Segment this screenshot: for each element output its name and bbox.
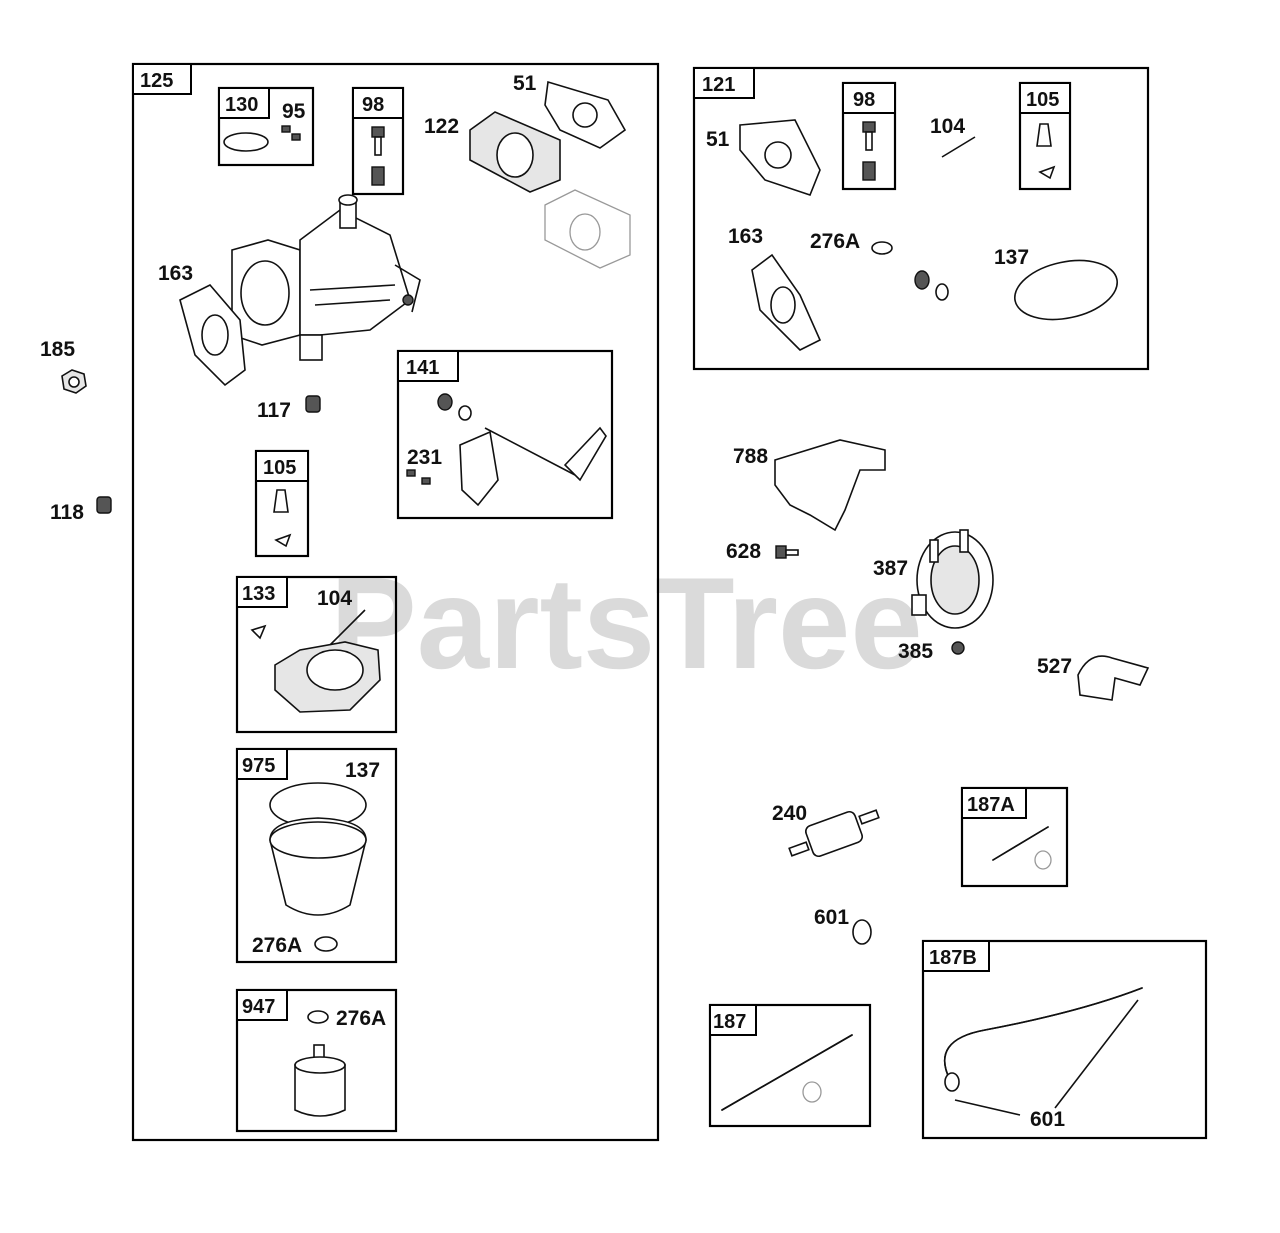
clamp-601-part (852, 919, 872, 945)
kit-187B-box[interactable]: 187B 601 (921, 939, 1208, 1140)
kit-187-box[interactable]: 187 (708, 1003, 872, 1128)
screw-part (291, 133, 301, 141)
washer-part (307, 1010, 329, 1024)
kit-105-box[interactable]: 105 (254, 449, 310, 558)
label-137: 137 (345, 759, 380, 782)
float-needle-part (273, 489, 289, 513)
label-231: 231 (407, 446, 442, 469)
pin-104-part (941, 136, 976, 158)
screw-part (281, 125, 291, 133)
kit-187A-tag: 187A (967, 794, 1015, 816)
bolt-628-part (775, 545, 787, 559)
jet-118-part (96, 496, 112, 514)
label-601: 601 (1030, 1108, 1065, 1131)
carburetor-part (231, 194, 421, 361)
assembly-121-tag: 121 (702, 74, 735, 96)
screw-385-part (951, 641, 965, 655)
kit-975-box[interactable]: 975 137 276A (235, 747, 398, 964)
kit-133-box[interactable]: 133 104 (235, 575, 398, 734)
needle-part (374, 136, 382, 156)
kit-130-tag: 130 (225, 94, 258, 116)
label-104: 104 (317, 587, 352, 610)
throttle-plate-part (459, 430, 499, 507)
kit-133-tag: 133 (242, 583, 275, 605)
kit-98-tag: 98 (362, 94, 384, 116)
label-601: 601 (814, 906, 849, 929)
kit-130-box[interactable]: 130 95 (217, 86, 315, 167)
label-95: 95 (282, 100, 306, 123)
kit-105-tag: 105 (1026, 89, 1059, 111)
kit-187-tag: 187 (713, 1011, 746, 1033)
kit-98-box[interactable]: 98 (351, 86, 405, 196)
bracket-788-part (774, 439, 886, 532)
kit-975-tag: 975 (242, 755, 275, 777)
label-185: 185 (40, 338, 75, 361)
label-240: 240 (772, 802, 807, 825)
label-628: 628 (726, 540, 761, 563)
needle-head-part (371, 126, 385, 138)
kit-947-box[interactable]: 947 276A (235, 988, 398, 1133)
jet-117-part (305, 395, 321, 413)
fuel-pump-387-part (911, 529, 994, 629)
solenoid-part (294, 1064, 346, 1117)
watermark: PartsTree (330, 550, 923, 696)
kit-141-tag: 141 (406, 357, 439, 379)
spring-part (371, 166, 385, 186)
label-527: 527 (1037, 655, 1072, 678)
label-385: 385 (898, 640, 933, 663)
label-104: 104 (930, 115, 965, 138)
seal-part (437, 393, 453, 411)
kit-187A-box[interactable]: 187A (960, 786, 1069, 888)
label-163: 163 (158, 262, 193, 285)
kit-105-box[interactable]: 105 (1018, 81, 1072, 191)
fuel-filter-240-part (788, 809, 880, 858)
label-137: 137 (994, 246, 1029, 269)
kit-187B-tag: 187B (929, 947, 977, 969)
assembly-125-box: 125 (131, 62, 660, 1142)
throttle-shaft-part (563, 426, 607, 482)
clip-527-part (1077, 655, 1150, 701)
plate-part (223, 132, 269, 152)
assembly-125-tag: 125 (140, 70, 173, 92)
label-117: 117 (257, 399, 291, 422)
label-163: 163 (728, 225, 763, 248)
label-122: 122 (424, 115, 459, 138)
washer-part (314, 936, 338, 952)
label-276A: 276A (252, 934, 302, 957)
label-276A: 276A (336, 1007, 386, 1030)
kit-947-tag: 947 (242, 996, 275, 1018)
label-276A: 276A (810, 230, 860, 253)
kit-105-tag: 105 (263, 457, 296, 479)
washer-part (458, 405, 472, 421)
assembly-121-box: 121 (692, 66, 1150, 371)
kit-98-box[interactable]: 98 (841, 81, 897, 191)
kit-98-tag: 98 (853, 89, 875, 111)
label-51: 51 (513, 72, 537, 95)
oring-part (1014, 259, 1118, 321)
kit-141-box[interactable]: 141 231 (396, 349, 614, 520)
spacer-ghost-part (544, 189, 631, 269)
label-788: 788 (733, 445, 768, 468)
label-387: 387 (873, 557, 908, 580)
label-118: 118 (50, 501, 84, 524)
label-51: 51 (706, 128, 730, 151)
washer-part (871, 241, 893, 255)
